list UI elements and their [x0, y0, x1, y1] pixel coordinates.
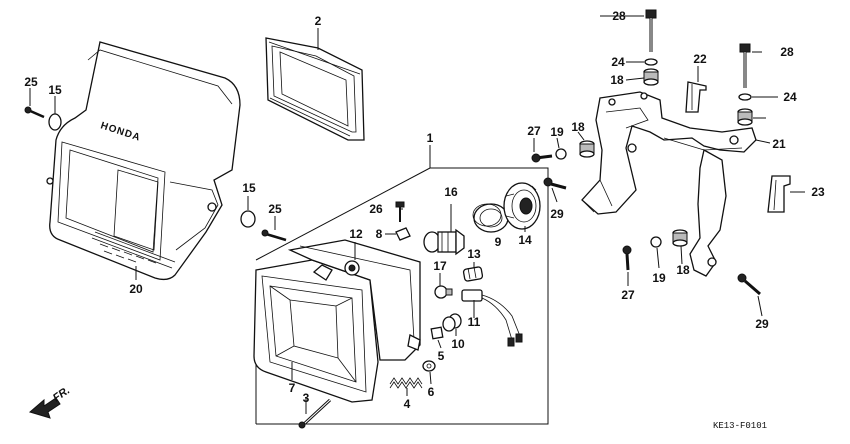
bracket-22 [685, 81, 707, 113]
cushion-18-c [579, 140, 595, 158]
callout-28-a: 28 [612, 9, 626, 23]
callout-24-a: 24 [611, 55, 625, 69]
callout-15-b: 15 [242, 181, 256, 195]
callout-16: 16 [444, 185, 458, 199]
bolt-27-a [531, 153, 553, 163]
bulb-16 [423, 228, 465, 256]
retainer-9 [472, 203, 509, 233]
bolt-29-a [543, 177, 567, 190]
callout-29-b: 29 [755, 317, 769, 331]
aim-screw [298, 398, 332, 429]
callout-11: 11 [468, 315, 481, 329]
bolt-28-a [645, 9, 657, 52]
screw-25-a [24, 106, 45, 119]
callout-21: 21 [772, 137, 786, 151]
seal-frame [265, 37, 365, 141]
bolt-28-b [739, 43, 751, 88]
clip-8 [395, 227, 411, 241]
callout-23: 23 [811, 185, 825, 199]
callout-14: 14 [518, 233, 532, 247]
callout-17: 17 [433, 259, 447, 273]
cushion-18-b [737, 108, 753, 126]
bracket-23 [767, 175, 791, 213]
callout-24-b: 24 [783, 90, 797, 104]
grommet-15-b [240, 210, 256, 228]
socket-harness-11 [461, 289, 523, 347]
bolt-29-b [737, 273, 761, 296]
callout-7: 7 [289, 381, 296, 395]
cushion-18-a [643, 68, 659, 86]
callout-6: 6 [428, 385, 435, 399]
callout-4: 4 [404, 397, 411, 411]
washer-24-a [644, 58, 658, 66]
dust-cover-14 [503, 182, 541, 230]
callout-8: 8 [376, 227, 383, 241]
callout-18-b: 18 [610, 73, 624, 87]
callout-19-a: 19 [550, 125, 564, 139]
callout-12: 12 [349, 227, 363, 241]
callout-26: 26 [369, 202, 383, 216]
callout-22: 22 [693, 52, 707, 66]
callout-5: 5 [438, 349, 445, 363]
grommet-15-a [48, 113, 62, 131]
callout-1: 1 [427, 131, 434, 145]
callout-15-a: 15 [48, 83, 62, 97]
bolt-27-b [622, 245, 632, 271]
callout-20: 20 [129, 282, 143, 296]
washer-24-b [738, 93, 752, 101]
headlight-cowl: HONDA [46, 41, 241, 281]
nut-5 [430, 326, 444, 340]
cushion-18-d [672, 229, 688, 247]
callout-2: 2 [315, 14, 322, 28]
figure-code: KE13-F0101 [713, 421, 767, 431]
callout-19-b: 19 [652, 271, 666, 285]
callout-29-a: 29 [550, 207, 564, 221]
adjust-spring [389, 377, 423, 389]
callout-18-c: 18 [676, 263, 690, 277]
screw-26 [395, 201, 405, 222]
callout-13: 13 [467, 247, 481, 261]
leader-lines [29, 15, 805, 414]
callout-3: 3 [303, 391, 310, 405]
bulb-17 [434, 285, 453, 299]
collar-19-b [650, 236, 662, 248]
callout-28-b: 28 [780, 45, 794, 59]
washer-6 [422, 360, 436, 372]
stay-bracket-21 [581, 91, 757, 277]
bulb-socket-13 [462, 266, 484, 282]
headlight-unit [253, 239, 421, 403]
callout-27-b: 27 [621, 288, 635, 302]
callout-18-a: 18 [571, 120, 585, 134]
screw-25-b [261, 229, 287, 242]
collar-19-a [555, 148, 567, 160]
socket-10 [442, 313, 462, 332]
callout-labels: 1 3 4 5 6 7 8 9 10 11 12 13 14 15 15 16 … [24, 9, 825, 411]
callout-25-a: 25 [24, 75, 38, 89]
front-direction-arrow: FR. [28, 384, 72, 419]
callout-9: 9 [495, 235, 502, 249]
callout-10: 10 [451, 337, 465, 351]
callout-25-b: 25 [268, 202, 282, 216]
callout-27-a: 27 [527, 124, 541, 138]
